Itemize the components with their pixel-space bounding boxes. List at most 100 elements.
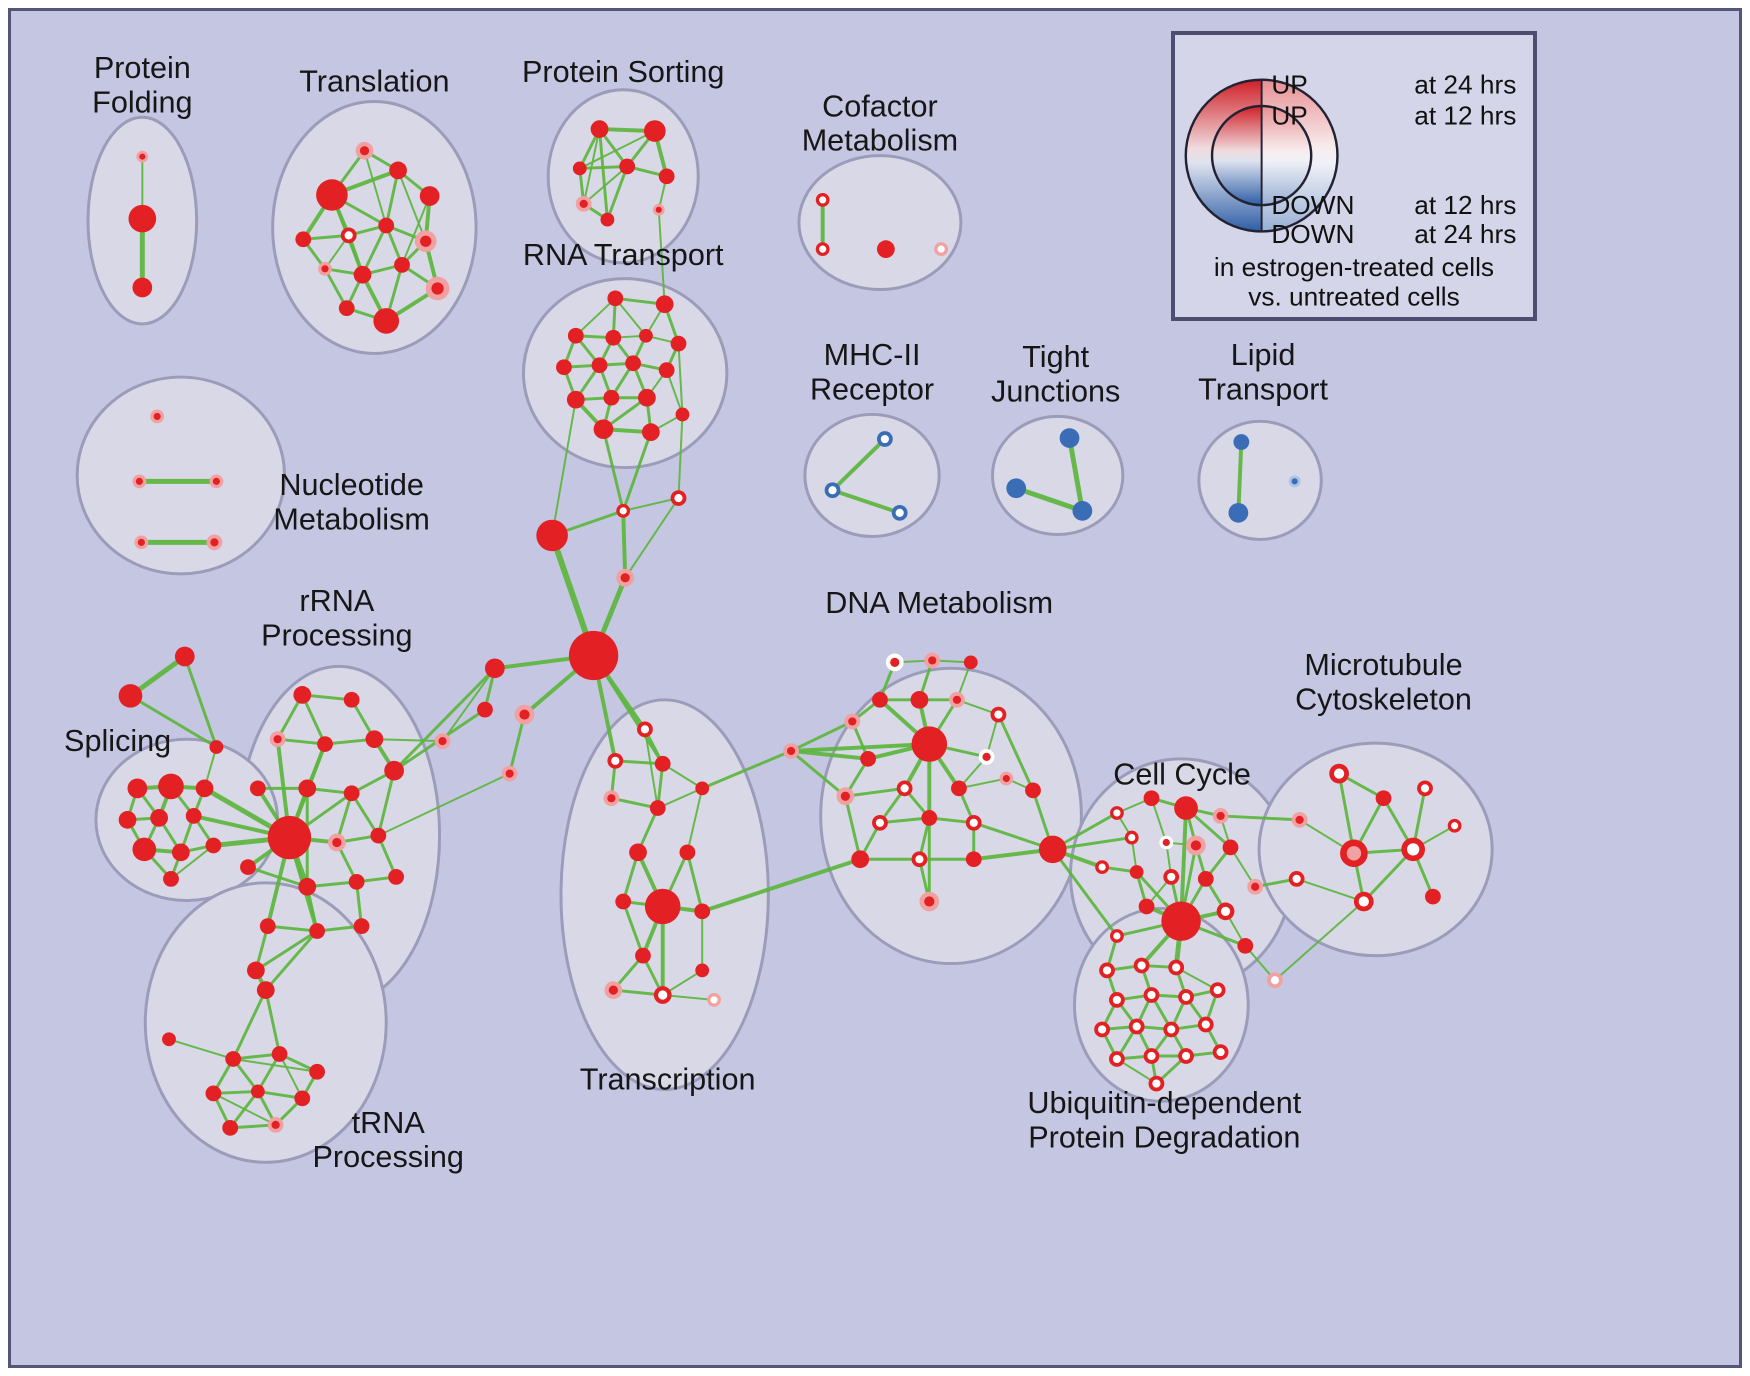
edge-rp0-rp3 xyxy=(300,693,327,746)
node-cc13 xyxy=(1138,898,1155,915)
node-tr9 xyxy=(267,1117,284,1133)
edge-f1-f2 xyxy=(128,694,218,749)
node-dm14 xyxy=(999,771,1014,786)
network-nodes xyxy=(118,120,1462,1136)
edge-c10-dm11 xyxy=(789,749,847,798)
node-f3 xyxy=(1267,972,1283,989)
edge-dm11-dm12 xyxy=(843,786,907,798)
edge-t2-t7 xyxy=(397,169,427,243)
node-dm6 xyxy=(949,691,965,708)
node-cc6 xyxy=(1186,835,1206,856)
node-t13 xyxy=(373,308,400,334)
node-tj0 xyxy=(1059,428,1080,448)
node-mh0 xyxy=(876,431,893,447)
node-c10 xyxy=(783,743,799,759)
node-rp9 xyxy=(267,815,312,860)
node-rp18 xyxy=(353,918,370,935)
node-dm8 xyxy=(911,726,948,762)
node-t11 xyxy=(425,276,450,301)
node-cc12 xyxy=(1161,901,1201,941)
node-rp14 xyxy=(348,873,365,890)
node-tr6 xyxy=(250,1084,265,1099)
edge-c9-tc3 xyxy=(643,728,659,810)
legend-caption-line2: vs. untreated cells xyxy=(1248,281,1460,311)
node-rt5 xyxy=(670,335,687,352)
edge-rt13-c0 xyxy=(601,427,625,513)
node-mc9 xyxy=(1447,818,1462,833)
node-f1 xyxy=(118,684,143,708)
node-ub10 xyxy=(1197,1016,1214,1033)
node-dm15 xyxy=(872,814,888,831)
node-rp16 xyxy=(259,918,276,935)
node-cc15 xyxy=(1247,878,1264,895)
node-sp3 xyxy=(118,811,137,829)
edge-rt5-rt15 xyxy=(677,342,684,416)
edge-dm15-dm16 xyxy=(878,816,931,825)
node-ub12 xyxy=(1143,1048,1160,1064)
edge-tc6-tc9 xyxy=(685,850,704,913)
node-dm3 xyxy=(844,713,861,730)
edge-cch-cc16 xyxy=(1051,847,1119,938)
edge-tc3-tc4 xyxy=(656,787,704,810)
node-rp13 xyxy=(298,877,317,896)
node-cm2 xyxy=(876,240,895,258)
node-rp19 xyxy=(246,961,265,980)
node-mh1 xyxy=(824,482,841,499)
node-ub15 xyxy=(1148,1075,1165,1092)
node-cc17 xyxy=(1237,937,1254,954)
node-dm9 xyxy=(978,749,995,765)
node-ub4 xyxy=(1143,987,1160,1003)
edge-dm11-dm18 xyxy=(843,794,862,861)
edge-rp16-rp17 xyxy=(266,924,319,933)
node-nm0 xyxy=(150,409,165,424)
edge-rt0-rt4 xyxy=(614,297,647,337)
node-c8 xyxy=(501,765,518,782)
edge-tj0-tj2 xyxy=(1067,435,1085,514)
node-rt6 xyxy=(556,359,572,376)
cluster-ellipse-dna-metabolism xyxy=(819,666,1083,965)
edge-tc9-dm18 xyxy=(700,857,863,914)
node-f0 xyxy=(174,646,195,667)
node-rp0 xyxy=(293,686,312,704)
node-dm5 xyxy=(910,690,929,709)
node-cc3 xyxy=(1212,808,1229,824)
legend-down-12-time: at 12 hrs xyxy=(1414,190,1516,220)
node-tc5 xyxy=(629,843,647,862)
node-ub8 xyxy=(1128,1018,1145,1035)
node-tr4 xyxy=(309,1063,326,1080)
edge-tr1-tr2 xyxy=(168,1038,235,1060)
node-cm0 xyxy=(815,193,830,207)
node-ps3 xyxy=(619,158,636,175)
node-cc1 xyxy=(1143,790,1160,807)
cluster-label-splicing: Splicing xyxy=(64,724,171,758)
node-c1 xyxy=(536,519,568,552)
edge-c10-dm10 xyxy=(789,749,871,761)
node-tc1 xyxy=(654,755,671,772)
node-ub2 xyxy=(1168,959,1185,976)
cluster-label-rna-transport: RNA Transport xyxy=(523,238,724,272)
edge-ps1-ps2 xyxy=(578,130,656,170)
node-sp5 xyxy=(185,808,202,824)
cluster-ellipse-trna-processing xyxy=(143,881,388,1164)
node-rp11 xyxy=(370,827,387,844)
edge-rt14-c0 xyxy=(621,430,653,513)
node-rp3 xyxy=(317,736,333,752)
node-tr7 xyxy=(294,1090,311,1107)
edge-rp17-rp19 xyxy=(254,929,319,972)
legend-down-24-label: DOWN xyxy=(1271,219,1354,249)
node-c6 xyxy=(477,701,493,718)
node-mc3 xyxy=(1291,811,1308,828)
edge-c4-c7 xyxy=(441,667,496,743)
node-cc0 xyxy=(1110,806,1124,820)
node-lt2 xyxy=(1288,475,1301,488)
edge-sp8-sp9 xyxy=(169,844,215,880)
node-tc0 xyxy=(607,752,624,769)
node-t2 xyxy=(389,161,407,180)
node-nm1 xyxy=(132,474,147,489)
